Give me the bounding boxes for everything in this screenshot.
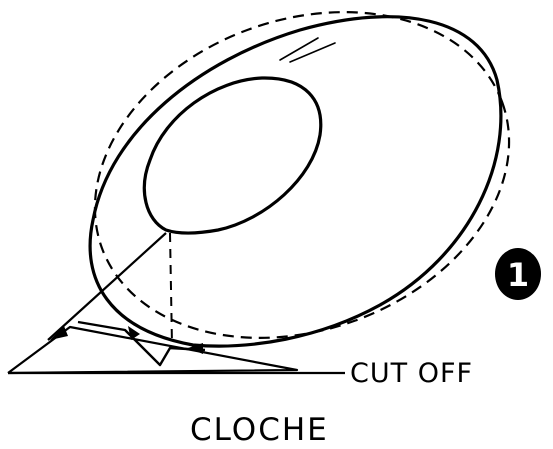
outer-dashed-ellipse [93,11,511,339]
fold-zigzag-path [77,320,206,367]
brim-hatch-marks [279,37,336,63]
crown-to-base-line [47,232,167,341]
dashed-drop-line [169,232,173,346]
outer-solid-brim [88,15,503,348]
cut-off-label: CUT OFF [350,358,473,389]
arrow-head-left [50,326,68,340]
step-number-badge [495,248,541,300]
step-number-text: 1 [507,256,529,294]
inner-crown-ellipse [142,76,323,235]
diagram-title: CLOCHE [190,412,329,448]
arrow-head-middle [128,326,140,340]
arrow-head-right [188,343,203,354]
